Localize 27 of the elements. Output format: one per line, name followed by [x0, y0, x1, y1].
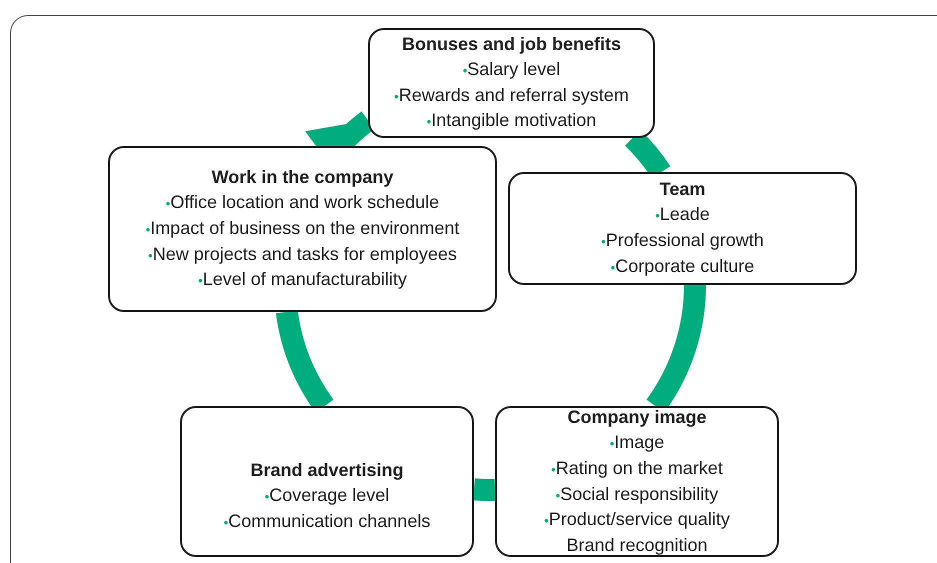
- bullet-item: •Rewards and referral system: [394, 84, 629, 107]
- box-title: Company image: [567, 406, 707, 429]
- category-box: [368, 28, 655, 138]
- bullet-item: •Rating on the market: [551, 456, 723, 480]
- box-title: Bonuses and job benefits: [402, 32, 622, 56]
- bullet-item: •Professional growth: [601, 229, 764, 252]
- bullet-item: •Office location and work schedule: [166, 191, 440, 214]
- bullet-item: •Leade: [655, 203, 710, 226]
- bullet-item: •Coverage level: [264, 484, 390, 508]
- bullet-item: Brand recognition: [566, 534, 708, 557]
- bullet-item: •Image: [610, 431, 664, 454]
- bullet-item: •New projects and tasks for employees: [148, 242, 457, 266]
- box-title: Team: [660, 178, 706, 202]
- box-title: Work in the company: [212, 166, 394, 189]
- bullet-item: •Social responsibility: [556, 482, 718, 506]
- category-box: [180, 406, 474, 557]
- bullet-item: •Impact of business on the environment: [146, 216, 460, 240]
- box-title: Brand advertising: [250, 459, 404, 482]
- bullet-item: •Intangible motivation: [426, 109, 596, 132]
- bullet-item: •Level of manufacturability: [198, 268, 407, 292]
- category-box: [495, 406, 779, 557]
- category-box: [108, 146, 497, 312]
- bullet-item: •Salary level: [462, 58, 560, 81]
- bullet-item: •Product/service quality: [544, 508, 730, 532]
- category-box: [508, 172, 857, 285]
- bullet-item: •Communication channels: [224, 510, 430, 533]
- bullet-item: •Corporate culture: [610, 254, 754, 278]
